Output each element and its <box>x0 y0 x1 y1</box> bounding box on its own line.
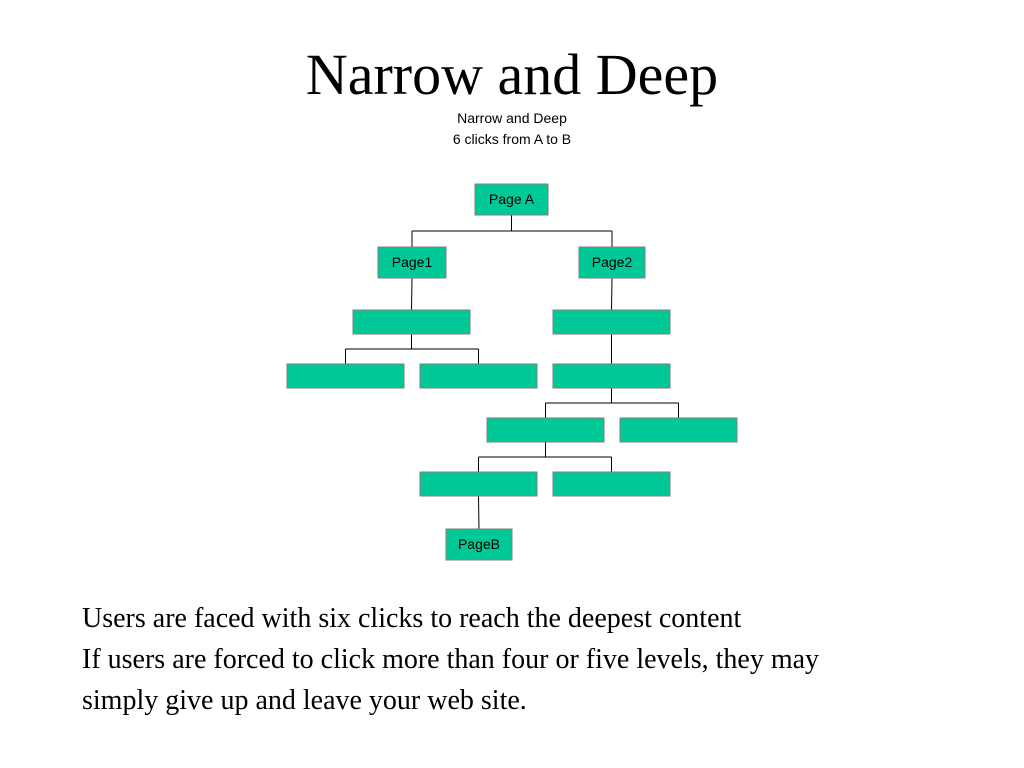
node-l2-right <box>552 309 671 335</box>
node-page1: Page1 <box>377 246 447 279</box>
connector-line <box>411 277 413 311</box>
body-line-2: If users are forced to click more than f… <box>82 644 820 675</box>
node-l3-b <box>419 363 538 389</box>
node-l3-c <box>552 363 671 389</box>
node-box <box>619 417 738 443</box>
node-l4-a <box>486 417 605 443</box>
body-line-1: Users are faced with six clicks to reach… <box>82 603 742 634</box>
connector-line <box>611 277 613 311</box>
slide-title: Narrow and Deep <box>305 42 719 107</box>
node-page-a: Page A <box>474 183 549 216</box>
node-box <box>578 246 646 279</box>
node-l4-b <box>619 417 738 443</box>
node-box <box>445 528 513 561</box>
diagram-caption-line-1: Narrow and Deep <box>457 110 567 126</box>
node-l2-left <box>352 309 471 335</box>
node-box <box>486 417 605 443</box>
node-l5-b <box>552 471 671 497</box>
body-text: Users are faced with six clicks to reach… <box>82 598 1002 721</box>
body-line-3: simply give up and leave your web site. <box>82 685 527 716</box>
node-box <box>419 363 538 389</box>
node-l3-a <box>286 363 405 389</box>
node-box <box>552 471 671 497</box>
connector-line <box>478 495 480 530</box>
node-box <box>286 363 405 389</box>
node-label: PageB <box>458 536 500 552</box>
node-box <box>474 183 549 216</box>
node-l5-a <box>419 471 538 497</box>
node-box <box>552 309 671 335</box>
node-label: Page A <box>489 191 535 207</box>
diagram-caption-line-2: 6 clicks from A to B <box>452 131 572 147</box>
node-box <box>419 471 538 497</box>
node-box <box>377 246 447 279</box>
node-label: Page2 <box>592 254 633 270</box>
node-label: Page1 <box>392 254 433 270</box>
node-page-b: PageB <box>445 528 513 561</box>
node-box <box>552 363 671 389</box>
node-page2: Page2 <box>578 246 646 279</box>
node-box <box>352 309 471 335</box>
